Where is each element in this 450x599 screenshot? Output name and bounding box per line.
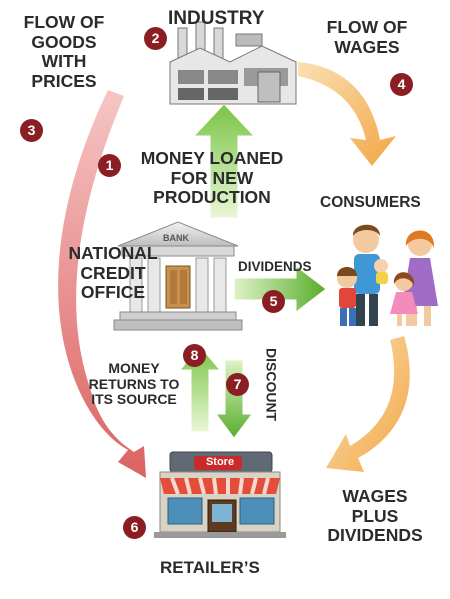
dividends-arrow	[233, 264, 327, 314]
wages-plus-dividends-label: WAGES PLUS DIVIDENDS	[327, 486, 423, 546]
money-loaned-label: MONEY LOANED FOR NEW PRODUCTION	[140, 148, 284, 208]
step-3-badge: 3	[20, 119, 43, 142]
retailers-label: RETAILER’S	[160, 558, 260, 577]
flow-of-wages-label: FLOW OF WAGES	[326, 17, 408, 57]
industry-label: INDUSTRY	[168, 8, 265, 29]
step-6-badge: 6	[123, 516, 146, 539]
wages-flow-arrow	[298, 62, 396, 166]
step-2-badge: 2	[144, 27, 167, 50]
step-7-badge: 7	[226, 373, 249, 396]
step-4-badge: 4	[390, 73, 413, 96]
step-1-badge: 1	[98, 154, 121, 177]
wages-dividends-arrow	[326, 336, 410, 472]
factory-icon	[169, 21, 297, 105]
discount-arrow	[215, 359, 253, 439]
money-returns-arrow	[178, 345, 222, 433]
step-5-badge: 5	[262, 290, 285, 313]
consumers-label: CONSUMERS	[320, 194, 421, 211]
flow-of-goods-label: FLOW OF GOODS WITH PRICES	[23, 12, 105, 91]
bank-icon	[113, 221, 243, 331]
goods-flow-arrow	[58, 90, 146, 478]
family-illustration	[337, 224, 438, 326]
step-8-badge: 8	[183, 344, 206, 367]
national-credit-office-label: NATIONAL CREDIT OFFICE	[68, 243, 158, 303]
money-returns-label: MONEY RETURNS TO ITS SOURCE	[88, 360, 180, 408]
bank-sign-label: BANK	[163, 233, 189, 243]
discount-label: DISCOUNT	[263, 348, 280, 422]
store-sign-label: Store	[205, 456, 235, 468]
loan-up-arrow	[192, 103, 256, 219]
dividends-label: DIVIDENDS	[238, 259, 312, 274]
store-icon	[154, 451, 286, 538]
